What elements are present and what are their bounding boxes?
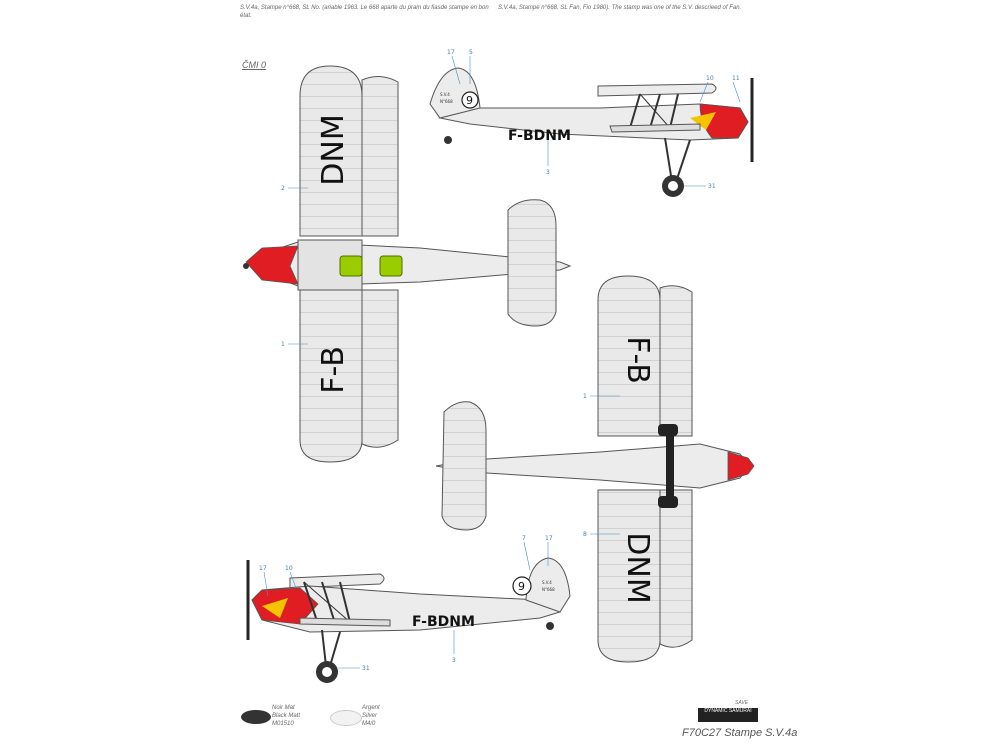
callout-label: 11 (732, 75, 740, 82)
wing-text-dnm-top: DNM (316, 114, 351, 185)
caption-left: S.V.4a, Stampe n°668, SL No. (ariable 19… (240, 5, 489, 19)
callout-label: 5 (469, 49, 473, 56)
callout-label: 10 (706, 75, 714, 82)
callout-label: 1 (583, 393, 587, 400)
race-number-top: 9 (466, 94, 473, 107)
callout-label: 17 (447, 49, 455, 56)
registration-bottom-side: F-BDNM (412, 614, 475, 630)
page-number: SAVE (735, 700, 749, 706)
wing-text-dnm-under: DNM (620, 532, 655, 603)
registration-top-side: F-BDNM (508, 128, 571, 144)
callout-label: 8 (583, 531, 587, 538)
fin-text-top-2: N°668 (440, 99, 453, 104)
callout-label: 2 (281, 185, 285, 192)
callouts (263, 55, 741, 669)
callout-label: 10 (285, 565, 293, 572)
side-view-top: 9 S.V.4 N°668 F-BDNM (429, 67, 754, 197)
callout-label: 17 (545, 535, 553, 542)
callout-label: 7 (522, 535, 526, 542)
callout-label: 1 (281, 341, 285, 348)
fin-text-bottom-1: S.V.4 (542, 580, 552, 585)
wing-text-fb-under: F-B (620, 336, 655, 384)
publisher-logo: DYNAMIC SAMURAI (698, 708, 758, 722)
legend-swatch-dark (241, 710, 271, 724)
wing-text-fb-top: F-B (316, 346, 351, 394)
side-view-bottom: 9 S.V.4 N°668 F-BDNM (246, 557, 571, 683)
legend-swatch-light (330, 710, 362, 726)
footer-code: F70C27 Stampe S.V.4a (682, 727, 798, 739)
callout-label: 31 (708, 183, 716, 190)
callout-label: 3 (546, 169, 550, 176)
callout-label: 17 (259, 565, 267, 572)
fin-text-top-1: S.V.4 (440, 92, 450, 97)
plan-view-top: DNM F-B (243, 65, 572, 463)
callout-label: 31 (362, 665, 370, 672)
callout-labels: 17 5 10 11 3 31 2 1 1 8 17 10 7 17 3 31 (259, 49, 740, 672)
race-number-bottom: 9 (518, 580, 525, 593)
view-tag: ČMI 0 (242, 60, 267, 70)
caption-right: S.V.4a, Stampe n°668, SL Fan, Fio 1980).… (498, 5, 742, 11)
fin-text-bottom-2: N°668 (542, 587, 555, 592)
callout-label: 3 (452, 657, 456, 664)
